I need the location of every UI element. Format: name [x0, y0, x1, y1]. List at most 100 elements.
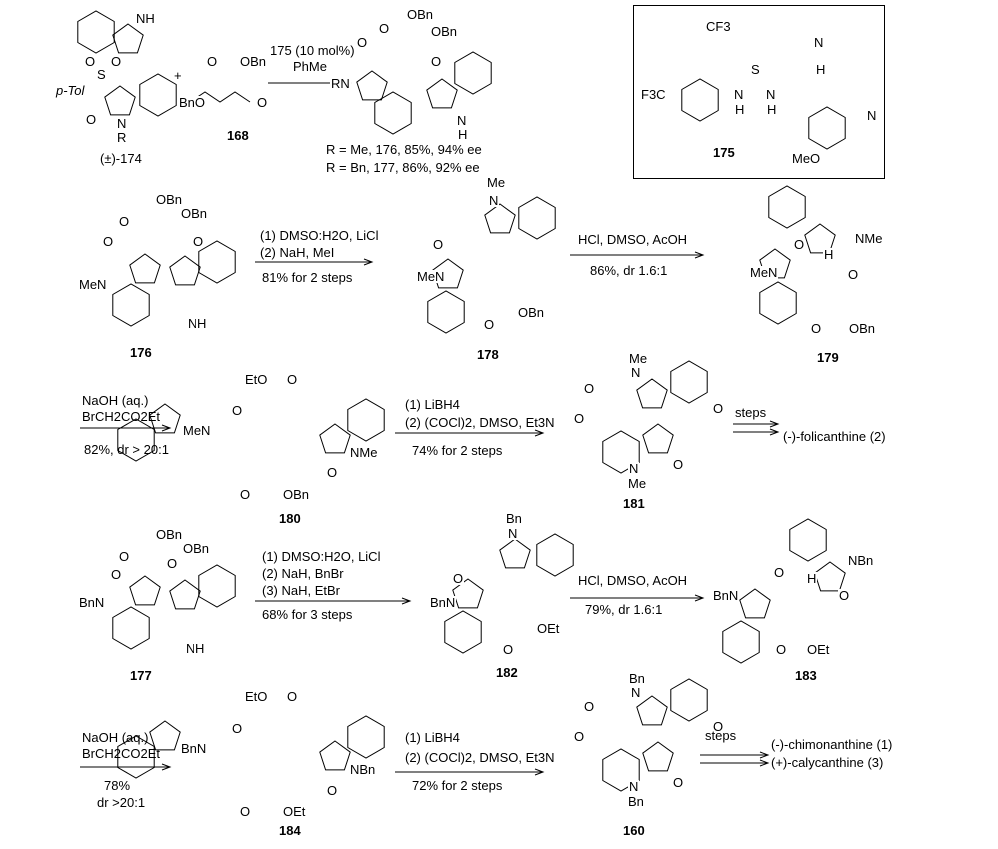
product-calycanthine: (+)-calycanthine (3) [771, 755, 884, 770]
benzene-ring [670, 360, 708, 404]
arrowhead [759, 751, 770, 759]
compound-label-168: 168 [227, 128, 249, 143]
atom-label: O [84, 54, 97, 69]
atom-label: BnN [180, 741, 208, 756]
benzene-ring [602, 748, 640, 792]
atom-label: H [766, 102, 778, 117]
compound-label-180: 180 [279, 511, 301, 526]
compound-label-178: 178 [477, 347, 499, 362]
benzene-ring [444, 610, 482, 654]
atom-label: OBn [430, 24, 459, 39]
atom-label: Bn [627, 794, 645, 809]
atom-label: OBn [155, 192, 184, 207]
reagent-line: BrCH2CO2Et [82, 746, 161, 761]
benzene-ring [347, 398, 385, 442]
atom-label: O [672, 775, 685, 790]
plus-sign: + [174, 68, 182, 83]
atom-label: O [573, 411, 586, 426]
five-membered-ring [319, 740, 351, 771]
atom-label: O [102, 234, 115, 249]
five-membered-ring [636, 378, 668, 409]
benzene-ring [670, 678, 708, 722]
atom-label: MeN [416, 269, 446, 284]
atom-label: NBn [349, 762, 377, 777]
reagent-line: NaOH (aq.) [82, 730, 149, 745]
benzene-ring [374, 91, 412, 135]
reagent-line: HCl, DMSO, AcOH [578, 232, 688, 247]
malonate-chain [189, 91, 251, 103]
atom-label: O [378, 21, 391, 36]
atom-label: EtO [244, 689, 269, 704]
five-membered-ring [169, 579, 201, 610]
atom-label: NH [135, 11, 156, 26]
arrowhead [534, 768, 545, 776]
atom-label: O [775, 642, 788, 657]
atom-label: O [356, 35, 369, 50]
atom-label: H [196, 316, 208, 331]
atom-label: N [866, 108, 878, 123]
catalyst-175-box [633, 5, 885, 179]
atom-label: O [583, 381, 596, 396]
atom-label: OBn [848, 321, 877, 336]
reagent-line: NaOH (aq.) [82, 393, 149, 408]
arrowhead [401, 597, 412, 605]
benzene-ring [681, 78, 719, 122]
five-membered-ring [432, 258, 464, 289]
atom-label: Bn [505, 511, 523, 526]
atom-label: NBn [847, 553, 875, 568]
five-membered-ring [452, 578, 484, 609]
atom-label: H [823, 247, 835, 262]
atom-label: O [573, 729, 586, 744]
benzene-ring [759, 281, 797, 325]
dr-text: dr >20:1 [97, 795, 146, 810]
benzene-ring [427, 290, 465, 334]
product-chimonanthine: (-)-chimonanthine (1) [771, 737, 893, 752]
atom-label: Me [627, 476, 648, 491]
reagent-line: (2) (COCl)2, DMSO, Et3N [405, 415, 555, 430]
atom-label: MeO [791, 151, 822, 166]
atom-label: O [85, 112, 98, 127]
five-membered-ring [129, 575, 161, 606]
atom-label: O [432, 237, 445, 252]
atom-label: OBn [517, 305, 546, 320]
reagent-line: (2) NaH, BnBr [262, 566, 344, 581]
atom-label: O [239, 804, 252, 819]
atom-label: BnO [178, 95, 207, 110]
five-membered-ring [104, 85, 136, 116]
atom-label: OEt [806, 642, 831, 657]
atom-label: N [765, 87, 777, 102]
atom-label: N [628, 461, 640, 476]
atom-label: N [456, 113, 468, 128]
atom-label: MeN [182, 423, 212, 438]
atom-label: F3C [640, 87, 667, 102]
reagent-line: (1) LiBH4 [405, 730, 460, 745]
benzene-ring [536, 533, 574, 577]
atom-label: O [192, 234, 205, 249]
atom-label: O [712, 719, 725, 734]
atom-label: N [185, 641, 197, 656]
atom-label: N [187, 316, 199, 331]
five-membered-ring [149, 403, 181, 434]
atom-label: p-Tol [55, 83, 86, 98]
result-r-bn: R = Bn, 177, 86%, 92% ee [326, 160, 480, 175]
five-membered-ring [642, 741, 674, 772]
atom-label: O [110, 567, 123, 582]
reagent-line: (1) DMSO:H2O, LiCl [262, 549, 381, 564]
five-membered-ring [356, 70, 388, 101]
five-membered-ring [484, 203, 516, 234]
benzene-ring [722, 620, 760, 664]
five-membered-ring [642, 423, 674, 454]
atom-label: O [452, 571, 465, 586]
atom-label: R [116, 130, 128, 145]
result-r-me: R = Me, 176, 85%, 94% ee [326, 142, 482, 157]
atom-label: N [116, 116, 128, 131]
atom-label: O [502, 642, 515, 657]
steps-label: steps [735, 405, 767, 420]
arrowhead [769, 428, 780, 436]
yield-text: 81% for 2 steps [262, 270, 353, 285]
five-membered-ring [739, 588, 771, 619]
atom-label: Me [486, 175, 507, 190]
benzene-ring [518, 196, 556, 240]
reagent-solvent: PhMe [293, 59, 327, 74]
